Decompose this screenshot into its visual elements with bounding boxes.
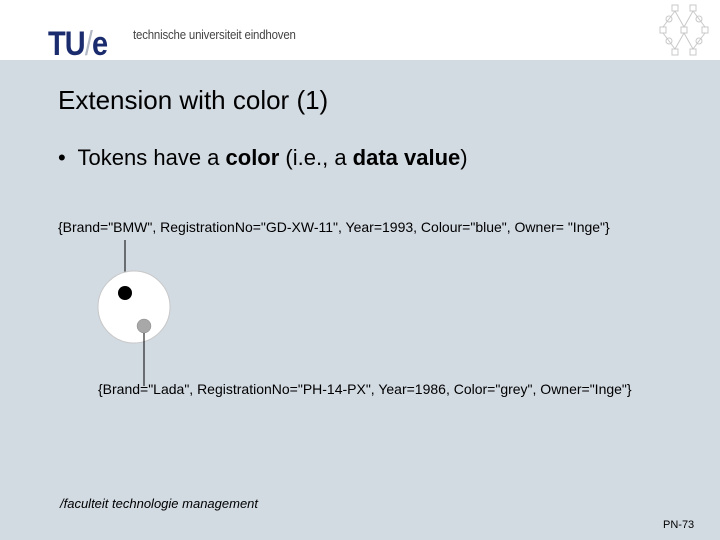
token-black-label: {Brand="BMW", RegistrationNo="GD-XW-11",…	[58, 219, 610, 235]
token-black	[118, 286, 132, 300]
token-grey-label: {Brand="Lada", RegistrationNo="PH-14-PX"…	[98, 381, 632, 397]
bullet-point: • Tokens have a color (i.e., a data valu…	[58, 145, 468, 170]
bullet-marker: •	[58, 145, 66, 170]
slide-title: Extension with color (1)	[58, 85, 329, 115]
bold-term-data-value: data value	[352, 145, 461, 170]
bold-term-color: color	[225, 145, 280, 170]
petri-net-decoration-icon	[659, 4, 709, 56]
token-grey	[136, 318, 152, 334]
page-number: PN-73	[663, 519, 695, 531]
slide-header: TU/e technische universiteit eindhoven	[0, 0, 720, 63]
faculty-footer: /faculteit technologie management	[60, 496, 259, 511]
tue-logo: TU/e	[48, 25, 108, 63]
place-circle	[97, 270, 171, 344]
university-name: technische universiteit eindhoven	[133, 27, 296, 42]
